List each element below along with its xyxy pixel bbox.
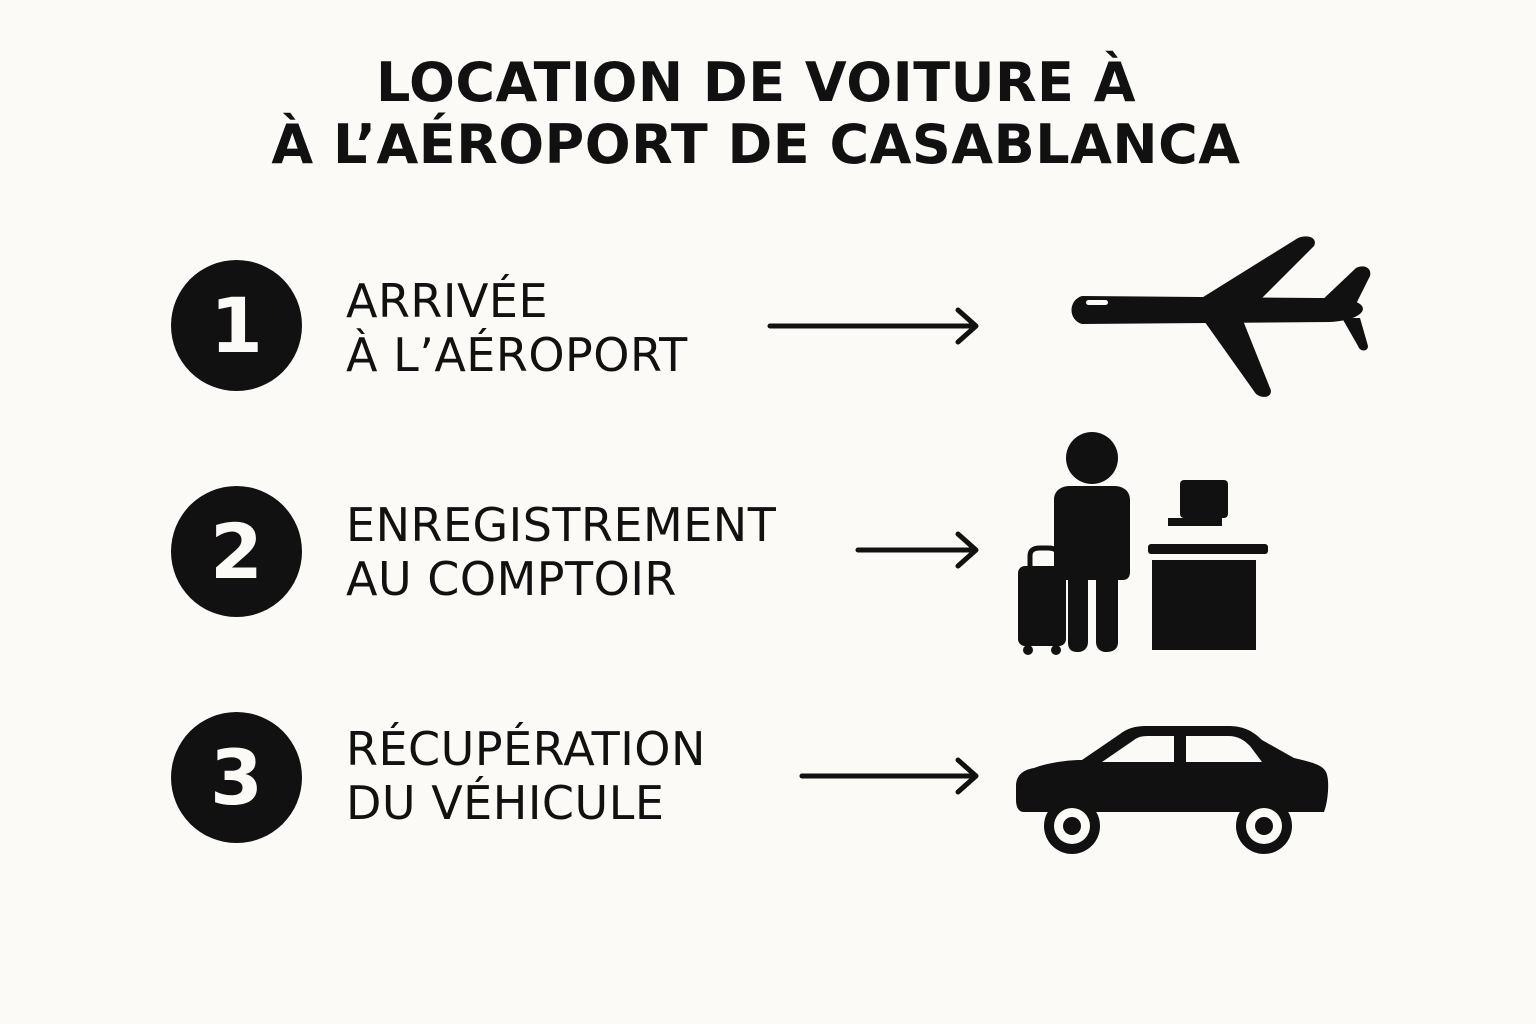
step-label: RÉCUPÉRATION DU VÉHICULE: [346, 722, 706, 830]
check-in-counter-icon: [1018, 432, 1268, 655]
step-label-line-1: ENREGISTREMENT: [346, 498, 777, 552]
step-number-badge: 2: [171, 486, 302, 617]
title-line-1: LOCATION DE VOITURE À: [375, 51, 1137, 114]
page-title: LOCATION DE VOITURE À À L’AÉROPORT DE CA…: [0, 52, 1512, 176]
step-label: ARRIVÉE À L’AÉROPORT: [346, 274, 688, 382]
arrow-right-icon: [767, 307, 979, 345]
step-label-line-1: ARRIVÉE: [346, 274, 549, 328]
title-line-2: À L’AÉROPORT DE CASABLANCA: [271, 113, 1241, 176]
arrow-right-icon: [855, 531, 979, 569]
step-number-badge: 3: [171, 712, 302, 843]
step-label-line-1: RÉCUPÉRATION: [346, 722, 706, 776]
step-vehicle-pickup: 3 RÉCUPÉRATION DU VÉHICULE: [0, 710, 1536, 910]
airplane-icon: [1071, 236, 1371, 397]
arrow-right-icon: [799, 757, 979, 795]
car-icon: [1016, 726, 1329, 854]
step-label-line-2: AU COMPTOIR: [346, 552, 677, 606]
step-arrival: 1 ARRIVÉE À L’AÉROPORT: [0, 236, 1536, 458]
step-label: ENREGISTREMENT AU COMPTOIR: [346, 498, 776, 606]
step-label-line-2: DU VÉHICULE: [346, 776, 665, 830]
step-check-in: 2 ENREGISTREMENT AU COMPTOIR: [0, 432, 1536, 684]
step-label-line-2: À L’AÉROPORT: [346, 328, 688, 382]
step-number-badge: 1: [171, 260, 302, 391]
